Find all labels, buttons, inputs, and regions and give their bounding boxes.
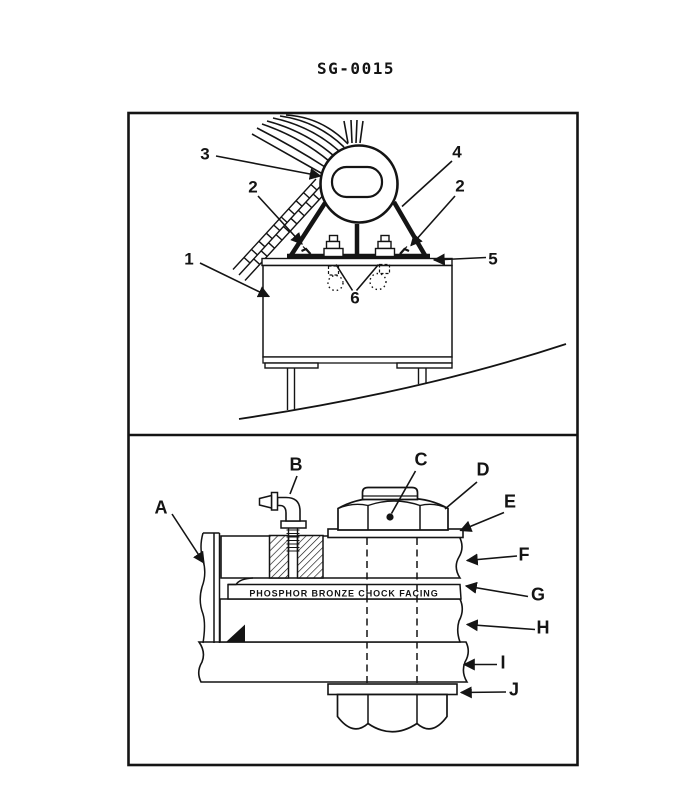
- cable-top-lines: [343, 119, 364, 144]
- callout-2-right: 2: [455, 177, 464, 196]
- hex-nut-bottom: [336, 693, 448, 733]
- hidden-bolt-left: [327, 265, 344, 292]
- section-view-panel: [171, 470, 536, 733]
- callout-5: 5: [488, 250, 497, 269]
- callout-C: C: [415, 450, 428, 470]
- sheave-opening: [330, 165, 384, 199]
- callout-G: G: [531, 585, 545, 605]
- clamp-bolt-left: [323, 234, 344, 258]
- hatch-right: [296, 534, 324, 579]
- fitting-collar: [270, 491, 279, 511]
- callout-J: J: [509, 680, 519, 700]
- section-callout-leaders: [171, 470, 536, 699]
- clamp-bolt-right: [374, 234, 396, 258]
- chock-facing-strip: [227, 583, 462, 600]
- washer-bottom: [327, 683, 458, 696]
- callout-A: A: [155, 498, 168, 518]
- grease-fitting-right: [399, 246, 410, 255]
- locking-cap: [361, 486, 419, 501]
- fitting-flange: [280, 520, 307, 529]
- support-legs: [264, 362, 453, 410]
- callout-E: E: [504, 492, 516, 512]
- callout-D: D: [477, 460, 490, 480]
- callout-3: 3: [200, 145, 209, 164]
- chock-lip: [228, 577, 254, 586]
- callout-I: I: [500, 653, 505, 673]
- callout-6: 6: [350, 289, 359, 308]
- fitting-nipple: [258, 494, 273, 509]
- facing-label: PHOSPHOR BRONZE CHOCK FACING: [249, 589, 438, 599]
- callout-B: B: [290, 455, 303, 475]
- fitting-threads: [286, 529, 300, 552]
- bolt-hidden-lines: [366, 538, 418, 684]
- chock-body: [220, 535, 463, 579]
- weld-fillet: [226, 624, 245, 642]
- hex-nut-top: [337, 497, 449, 531]
- callout-H: H: [537, 618, 550, 638]
- hidden-bolt-right: [369, 263, 391, 291]
- callout-1: 1: [184, 250, 193, 269]
- top-callout-leaders: [199, 155, 487, 298]
- grease-fitting-left: [301, 246, 312, 255]
- grease-fitting: [258, 491, 307, 552]
- top-view-panel: [199, 114, 567, 420]
- foundation-base-strip: [262, 356, 453, 364]
- hull-curve: [238, 343, 567, 420]
- hatch-left: [268, 534, 290, 579]
- deck-plate: [197, 641, 470, 683]
- support-frame: [287, 200, 430, 259]
- structure-layer-h: [219, 598, 464, 643]
- ladder: [232, 178, 329, 281]
- callout-4: 4: [452, 143, 462, 162]
- callout-F: F: [519, 545, 530, 565]
- callout-2-left: 2: [248, 178, 257, 197]
- figure-title: SG-0015: [317, 59, 395, 78]
- mounting-plate: [261, 257, 453, 267]
- callout-c-dot: [386, 513, 394, 521]
- foundation-box: [262, 264, 453, 358]
